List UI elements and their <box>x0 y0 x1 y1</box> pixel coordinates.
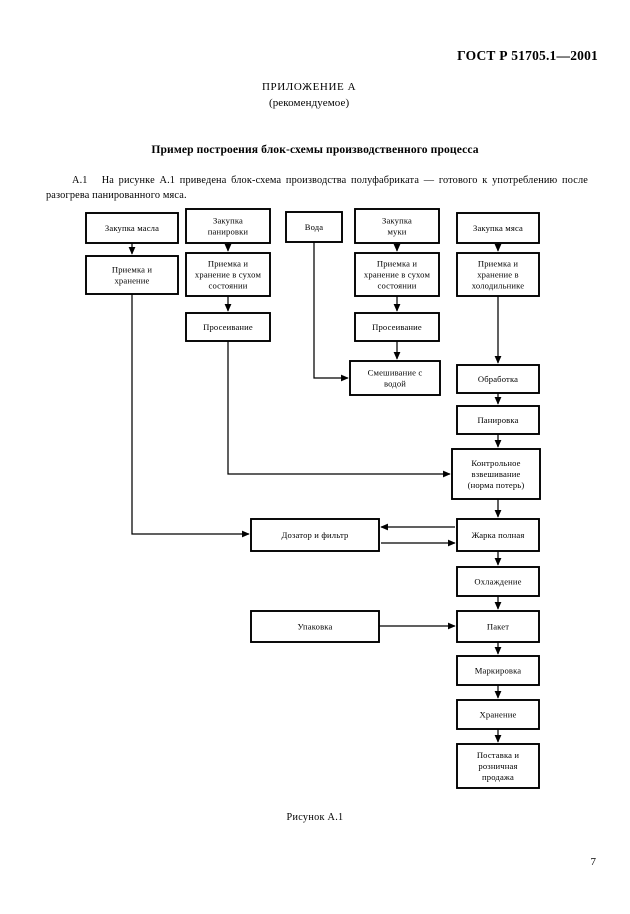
flow-node-label: Панировка <box>477 415 518 425</box>
flow-node-packet: Пакет <box>456 610 540 643</box>
flow-node-label: Просеивание <box>372 322 422 332</box>
flow-node-label: Поставка и <box>477 750 520 760</box>
flow-node-label: Маркировка <box>475 666 522 676</box>
flow-node-label: Пакет <box>487 622 509 632</box>
flow-node-box <box>456 252 540 297</box>
edge-bread-sift-to-weighing <box>227 341 451 478</box>
flow-node-label: Приемка и <box>208 259 249 269</box>
flow-node-box <box>456 699 540 730</box>
flow-node-box <box>354 208 440 244</box>
flow-node-box <box>456 405 540 435</box>
flow-node-box <box>285 211 343 243</box>
flow-node-box <box>354 312 440 342</box>
flow-node-label: хранение в сухом <box>195 270 262 280</box>
flow-node-frying: Жарка полная <box>456 518 540 552</box>
flow-node-label: Смешивание с <box>368 368 423 378</box>
flow-node-box <box>456 364 540 394</box>
flow-node-meat_buy: Закупка мяса <box>456 212 540 244</box>
flow-node-label: Охлаждение <box>474 577 521 587</box>
flow-node-box <box>456 518 540 552</box>
flow-node-label: муки <box>387 227 406 237</box>
annex-heading: ПРИЛОЖЕНИЕ А (рекомендуемое) <box>262 80 356 112</box>
standard-number-header: ГОСТ Р 51705.1—2001 <box>457 48 598 63</box>
page-title: Пример построения блок-схемы производств… <box>151 143 479 156</box>
flow-node-label: (норма потерь) <box>468 480 525 490</box>
flow-node-box <box>456 566 540 597</box>
flow-node-packaging: Упаковка <box>250 610 380 643</box>
paragraph-text: На рисунке А.1 приведена блок-схема прои… <box>46 175 588 201</box>
flow-node-label: Закупка масла <box>105 223 159 233</box>
edge-oil-store-to-doser <box>131 294 250 538</box>
edge-water-to-mix <box>313 242 349 382</box>
flow-node-water: Вода <box>285 211 343 243</box>
flow-node-label: холодильнике <box>472 281 524 291</box>
flow-node-label: Упаковка <box>298 622 333 632</box>
flow-node-box <box>456 212 540 244</box>
flow-node-box <box>456 655 540 686</box>
flow-node-label: хранение в сухом <box>364 270 431 280</box>
flow-node-box <box>451 448 541 500</box>
flow-node-box <box>185 252 271 297</box>
flow-node-label: Просеивание <box>203 322 253 332</box>
flow-node-cooling: Охлаждение <box>456 566 540 597</box>
annex-subtitle: (рекомендуемое) <box>268 96 350 109</box>
flow-node-box <box>85 212 179 244</box>
flow-node-label: Закупка <box>213 216 243 226</box>
flow-node-label: состоянии <box>208 281 247 291</box>
flow-node-process: Обработка <box>456 364 540 394</box>
flow-node-flour_sift: Просеивание <box>354 312 440 342</box>
flow-node-box <box>250 610 380 643</box>
flow-node-box <box>185 208 271 244</box>
annex-title: ПРИЛОЖЕНИЕ А <box>262 81 357 93</box>
flow-node-oil_buy: Закупка масла <box>85 212 179 244</box>
flow-node-box <box>85 255 179 295</box>
flow-node-label: Приемка и <box>377 259 418 269</box>
flow-node-label: хранение <box>114 276 149 286</box>
figure-caption: Рисунок А.1 <box>286 812 344 823</box>
flow-node-box <box>349 360 441 396</box>
flow-node-box <box>354 252 440 297</box>
flow-node-label: хранение в <box>477 270 519 280</box>
flow-node-box <box>456 610 540 643</box>
clause-number: А.1 <box>72 175 88 186</box>
flow-node-marking: Маркировка <box>456 655 540 686</box>
flow-node-label: панировки <box>208 227 249 237</box>
page-number: 7 <box>590 856 597 868</box>
flow-node-box <box>185 312 271 342</box>
flow-node-label: Хранение <box>480 710 517 720</box>
flow-node-label: состоянии <box>377 281 416 291</box>
flow-node-breading: Панировка <box>456 405 540 435</box>
flow-node-label: Закупка мяса <box>473 223 523 233</box>
flow-node-box <box>250 518 380 552</box>
flow-node-label: Контрольное <box>471 458 520 468</box>
flow-node-bread_sift: Просеивание <box>185 312 271 342</box>
flow-node-label: Обработка <box>478 374 518 384</box>
flow-node-label: Вода <box>305 222 324 232</box>
flow-node-label: взвешивание <box>472 469 521 479</box>
flow-node-label: Жарка полная <box>472 530 525 540</box>
clause-paragraph: А.1 На рисунке А.1 приведена блок-схема … <box>46 174 588 204</box>
flow-node-doser: Дозатор и фильтр <box>250 518 380 552</box>
flow-node-label: Закупка <box>382 216 412 226</box>
diagram-connectors <box>128 242 502 743</box>
flow-node-label: Приемка и <box>478 259 519 269</box>
flow-node-box <box>456 743 540 789</box>
flow-node-label: водой <box>384 379 406 389</box>
flow-node-storage: Хранение <box>456 699 540 730</box>
flow-node-label: Приемка и <box>112 265 153 275</box>
flow-node-label: розничная <box>478 761 517 771</box>
flow-node-label: продажа <box>482 772 514 782</box>
flow-node-label: Дозатор и фильтр <box>282 530 349 540</box>
